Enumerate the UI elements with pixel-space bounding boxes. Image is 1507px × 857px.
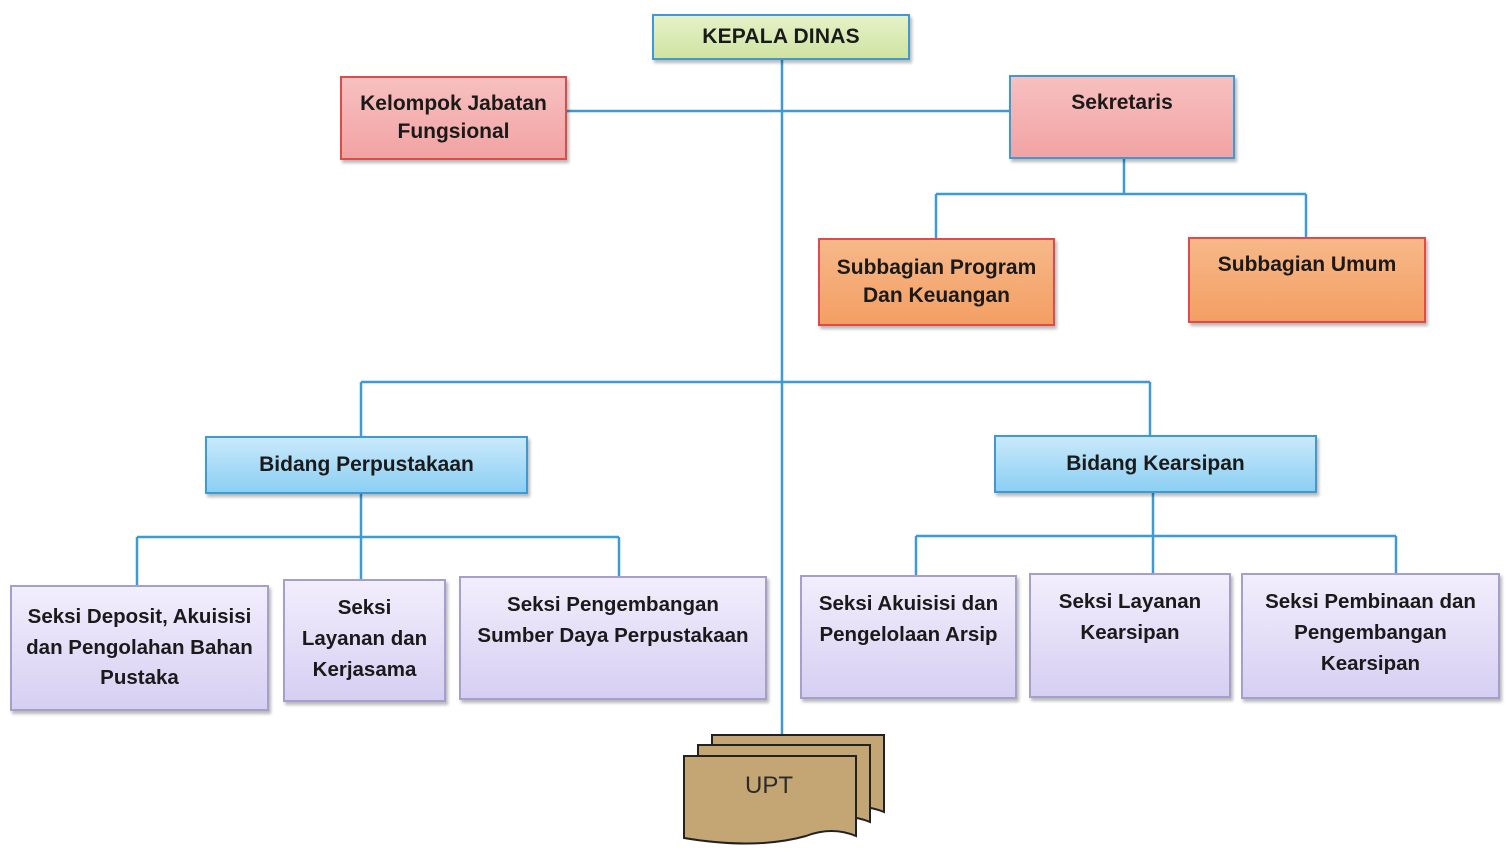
secretary-box: Sekretaris — [1009, 75, 1235, 159]
division-library-label: Bidang Perpustakaan — [259, 452, 474, 476]
head-box: KEPALA DINAS — [652, 14, 910, 60]
head-label: KEPALA DINAS — [702, 24, 860, 48]
division-archives-label: Bidang Kearsipan — [1066, 451, 1245, 475]
subunit-general-box: Subbagian Umum — [1188, 237, 1426, 323]
upt-stack-icon — [683, 734, 885, 845]
secretary-label: Sekretaris — [1071, 91, 1173, 114]
section-deposit-label: Seksi Deposit, Akuisisi dan Pengolahan B… — [26, 604, 253, 690]
functional-group-box: Kelompok Jabatan Fungsional — [340, 76, 567, 160]
upt-label: UPT — [745, 772, 793, 799]
subunit-program-label: Subbagian Program Dan Keuangan — [836, 255, 1037, 307]
section-library-development-box: Seksi Pengembangan Sumber Daya Perpustak… — [459, 576, 767, 700]
section-library-services-box: Seksi Layanan dan Kerjasama — [283, 579, 446, 702]
section-deposit-box: Seksi Deposit, Akuisisi dan Pengolahan B… — [10, 585, 269, 711]
subunit-program-box: Subbagian Program Dan Keuangan — [818, 238, 1055, 326]
division-archives-box: Bidang Kearsipan — [994, 435, 1317, 493]
section-archive-services-label: Seksi Layanan Kearsipan — [1058, 590, 1202, 644]
section-archive-development-label: Seksi Pembinaan dan Pengembangan Kearsip… — [1265, 590, 1476, 675]
section-library-development-label: Seksi Pengembangan Sumber Daya Perpustak… — [477, 593, 749, 647]
subunit-general-label: Subbagian Umum — [1217, 253, 1397, 276]
section-archive-acquisition-box: Seksi Akuisisi dan Pengelolaan Arsip — [800, 575, 1017, 699]
section-archive-acquisition-label: Seksi Akuisisi dan Pengelolaan Arsip — [818, 592, 999, 646]
section-archive-services-box: Seksi Layanan Kearsipan — [1029, 573, 1231, 698]
division-library-box: Bidang Perpustakaan — [205, 436, 528, 494]
functional-group-label: Kelompok Jabatan Fungsional — [360, 91, 547, 143]
section-archive-development-box: Seksi Pembinaan dan Pengembangan Kearsip… — [1241, 573, 1500, 699]
section-library-services-label: Seksi Layanan dan Kerjasama — [301, 596, 428, 681]
